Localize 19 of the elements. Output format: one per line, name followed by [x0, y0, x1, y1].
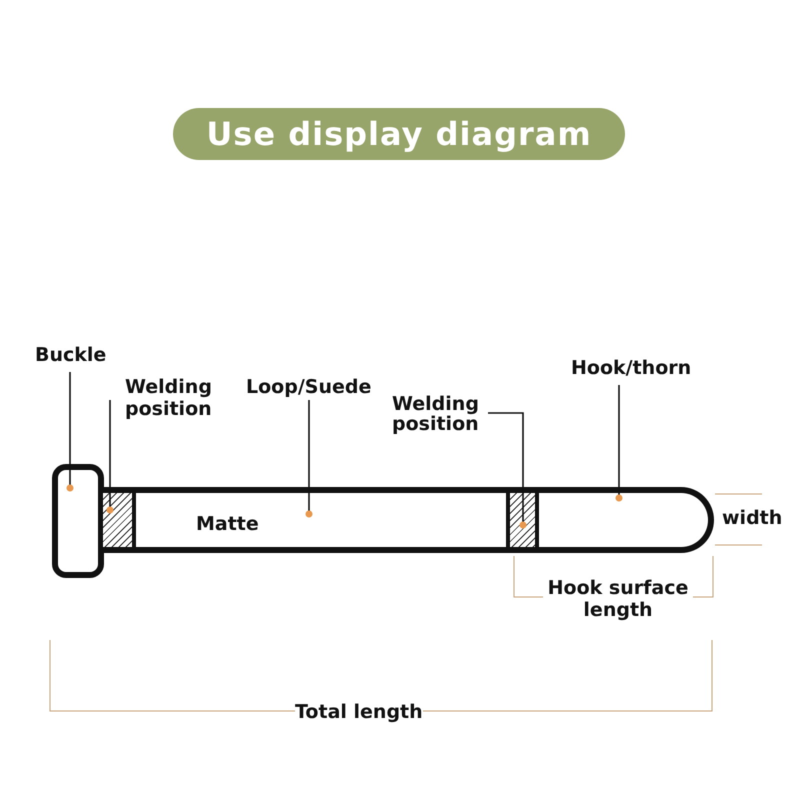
- callout-label: Welding position: [392, 394, 502, 434]
- dimension-label: width: [722, 507, 782, 529]
- callout-label: Hook/thorn: [571, 357, 711, 379]
- strap-section: [136, 487, 506, 553]
- leader-line: [488, 412, 526, 528]
- callout-label: Welding position: [125, 376, 235, 420]
- leader-line: [66, 372, 74, 492]
- dimension-label: Hook surface length: [543, 577, 693, 621]
- title-banner: Use display diagram: [173, 108, 625, 160]
- surface-label: Matte: [196, 513, 259, 535]
- weld-section: [506, 487, 539, 553]
- leader-line: [616, 385, 622, 502]
- hook-section: [539, 487, 714, 553]
- leader-line: [106, 400, 114, 514]
- weld-section: [103, 487, 136, 553]
- callout-label: Buckle: [35, 344, 125, 366]
- buckle-ring: [52, 464, 104, 578]
- dimension-label: Total length: [295, 701, 423, 723]
- leader-line: [306, 400, 312, 518]
